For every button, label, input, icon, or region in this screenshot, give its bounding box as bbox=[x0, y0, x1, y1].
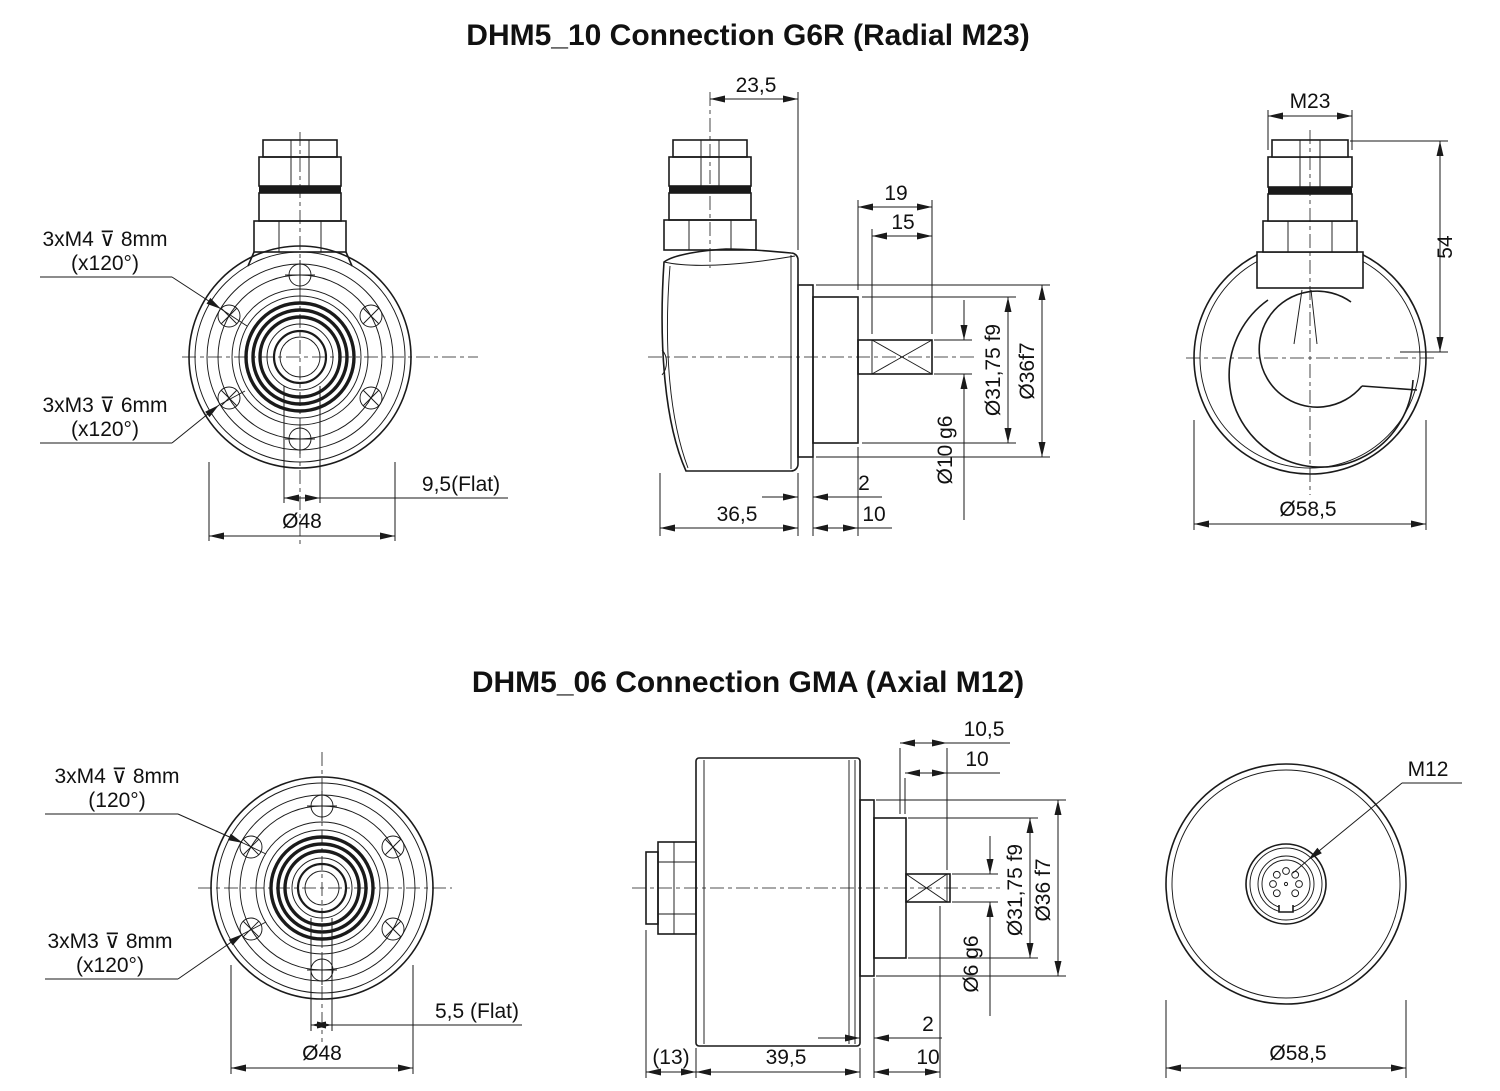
m4-angle-label: (120°) bbox=[88, 789, 145, 812]
height-label: 54 bbox=[1434, 235, 1457, 259]
collar-length-b-label: 10 bbox=[965, 748, 988, 771]
m4-thread-label: 3xM4 ⊽ 8mm bbox=[42, 228, 167, 251]
centerlines bbox=[182, 132, 478, 548]
dhm5-10-rear-view: M23 54 Ø58,5 bbox=[1186, 90, 1457, 530]
section-title: DHM5_06 Connection GMA (Axial M12) bbox=[472, 666, 1024, 699]
dhm5-06-section: DHM5_06 Connection GMA (Axial M12) bbox=[45, 666, 1462, 1078]
centerlines bbox=[198, 752, 452, 1042]
connector-callout: M12 bbox=[1292, 758, 1462, 874]
gap-label: 2 bbox=[922, 1013, 934, 1036]
outer-dia-label: Ø58,5 bbox=[1269, 1042, 1326, 1065]
flange-dia-label: Ø48 bbox=[302, 1042, 342, 1065]
dhm5-06-front-view: 3xM4 ⊽ 8mm (120°) 3xM3 ⊽ 8mm (x120°) 5,5… bbox=[45, 752, 522, 1074]
shaft-length-label: 10 bbox=[916, 1046, 939, 1069]
flat-dim-label: 5,5 (Flat) bbox=[435, 1000, 519, 1023]
dhm5-06-rear-view: M12 Ø58,5 bbox=[1165, 758, 1462, 1078]
collar-length-label: 10 bbox=[862, 503, 885, 526]
screw-callouts: 3xM4 ⊽ 8mm (120°) 3xM3 ⊽ 8mm (x120°) bbox=[45, 765, 267, 980]
flat-dim-label: 9,5(Flat) bbox=[422, 473, 500, 496]
dimensions: 23,5 19 15 Ø31,75 f9 Ø36f7 Ø10 g6 2 bbox=[659, 74, 1050, 536]
pilot-dia-label: Ø31,75 f9 bbox=[982, 324, 1005, 416]
body-length-label: 36,5 bbox=[717, 503, 758, 526]
section-title: DHM5_10 Connection G6R (Radial M23) bbox=[466, 19, 1029, 52]
connector-length-label: (13) bbox=[652, 1046, 689, 1069]
pilot-dia-label: Ø31,75 f9 bbox=[1004, 844, 1027, 936]
m4-angle-label: (x120°) bbox=[71, 252, 139, 275]
m4-thread-label: 3xM4 ⊽ 8mm bbox=[54, 765, 179, 788]
gap-label: 2 bbox=[858, 472, 870, 495]
dhm5-10-section: DHM5_10 Connection G6R (Radial M23) bbox=[40, 19, 1457, 548]
body-dia-label: Ø36 f7 bbox=[1032, 858, 1055, 921]
encoder-body bbox=[661, 248, 799, 472]
centerlines bbox=[1186, 130, 1436, 495]
housing-outline bbox=[1165, 763, 1407, 1005]
shaft-dia-label: Ø10 g6 bbox=[934, 416, 957, 485]
connector-size-label: M12 bbox=[1408, 758, 1449, 781]
shaft-dia-label: Ø6 g6 bbox=[960, 935, 983, 992]
connector-offset-label: 23,5 bbox=[736, 74, 777, 97]
body-dia-label: Ø36f7 bbox=[1016, 342, 1039, 399]
m3-thread-label: 3xM3 ⊽ 8mm bbox=[47, 930, 172, 953]
dhm5-10-front-view: 3xM4 ⊽ 8mm (x120°) 3xM3 ⊽ 6mm (x120°) 9,… bbox=[40, 132, 508, 548]
dhm5-10-side-view: 23,5 19 15 Ø31,75 f9 Ø36f7 Ø10 g6 2 bbox=[648, 74, 1050, 536]
centerlines bbox=[648, 92, 975, 358]
m3-angle-label: (x120°) bbox=[76, 954, 144, 977]
flange-and-shaft bbox=[797, 284, 933, 458]
dimensions: 5,5 (Flat) Ø48 bbox=[230, 918, 522, 1074]
dimensions: 10,5 10 Ø31,75 f9 Ø36 f7 Ø6 g6 2 bbox=[645, 718, 1066, 1078]
encoder-body bbox=[695, 757, 861, 1047]
dimensions: 9,5(Flat) Ø48 bbox=[208, 386, 508, 541]
m3-thread-label: 3xM3 ⊽ 6mm bbox=[42, 394, 167, 417]
dhm5-06-side-view: 10,5 10 Ø31,75 f9 Ø36 f7 Ø6 g6 2 bbox=[632, 718, 1066, 1078]
cable-clip-shape bbox=[1228, 289, 1418, 468]
m12-connector-face bbox=[1245, 843, 1327, 925]
flat-length-label: 15 bbox=[891, 211, 914, 234]
screw-callouts: 3xM4 ⊽ 8mm (x120°) 3xM3 ⊽ 6mm (x120°) bbox=[40, 228, 248, 444]
collar-length-a-label: 10,5 bbox=[964, 718, 1005, 741]
flange-dia-label: Ø48 bbox=[282, 510, 322, 533]
outer-dia-label: Ø58,5 bbox=[1279, 498, 1336, 521]
shaft-length-label: 19 bbox=[884, 182, 907, 205]
dimensions: M23 54 Ø58,5 bbox=[1193, 90, 1457, 530]
connector-size-label: M23 bbox=[1290, 90, 1331, 113]
dimensions: Ø58,5 bbox=[1165, 1000, 1407, 1078]
m3-angle-label: (x120°) bbox=[71, 418, 139, 441]
body-length-label: 39,5 bbox=[766, 1046, 807, 1069]
